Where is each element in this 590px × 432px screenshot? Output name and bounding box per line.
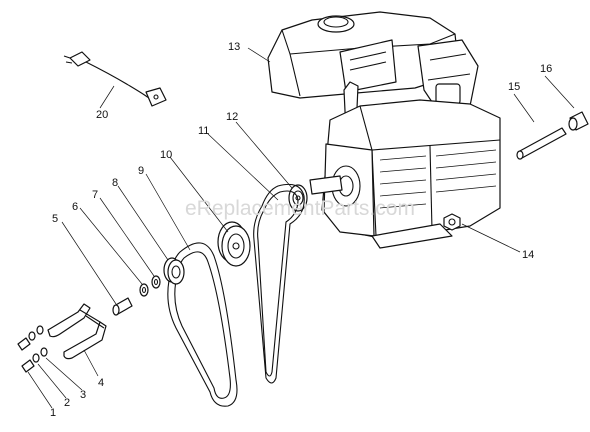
callout-6: 6 [72,201,78,213]
callout-15: 15 [508,81,520,93]
callout-20: 20 [96,109,108,121]
callout-7: 7 [92,189,98,201]
washer-part-3[interactable] [36,325,48,357]
callout-11: 11 [198,125,209,137]
shaft-part-15[interactable] [516,127,567,160]
callout-4: 4 [98,377,104,389]
spacer-part-16[interactable] [568,111,589,131]
callout-12: 12 [226,111,238,123]
nut-part-14[interactable] [443,213,461,231]
callout-labels: 13 20 15 16 12 11 10 9 8 7 6 5 14 4 3 2 … [50,41,552,419]
callout-9: 9 [138,165,144,177]
callout-13: 13 [228,41,240,53]
callout-1: 1 [50,407,56,419]
leader-lines [27,47,575,409]
idler-pulley-part-10[interactable] [217,221,251,267]
pulley-part-8[interactable] [163,257,185,285]
bolt-part-1[interactable] [17,337,35,373]
callout-16: 16 [540,63,552,75]
washer-part-7[interactable] [151,275,161,289]
callout-8: 8 [112,177,118,189]
power-cord-part-20[interactable] [63,51,167,107]
bolt-part-5[interactable] [112,297,133,316]
callout-14: 14 [522,249,534,261]
callout-3: 3 [80,389,86,401]
watermark: eReplacementParts.com [185,197,415,220]
washer-part-6[interactable] [139,283,149,297]
engine-assembly[interactable] [267,11,501,249]
callout-10: 10 [160,149,172,161]
bracket-part-4[interactable] [47,303,107,360]
callout-2: 2 [64,397,70,409]
callout-5: 5 [52,213,58,225]
drive-belt-part-11[interactable] [253,183,305,384]
lockwasher-part-2[interactable] [28,331,40,363]
